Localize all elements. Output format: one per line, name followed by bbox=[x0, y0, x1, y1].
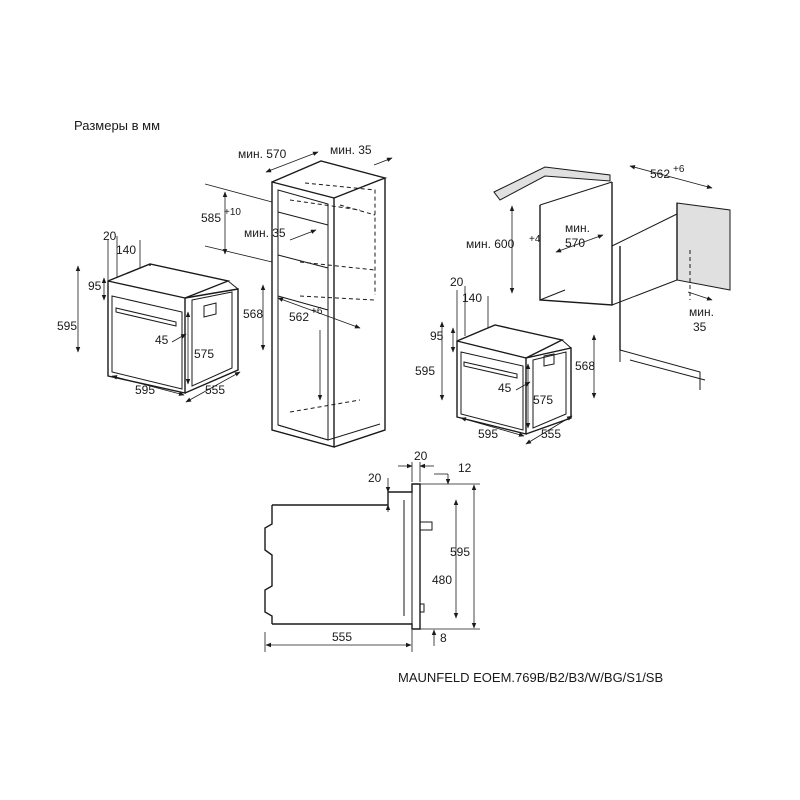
under-counter-cabinet bbox=[493, 166, 731, 390]
dim-45-r: 45 bbox=[498, 381, 512, 395]
dim-562-uc-tolerance: +6 bbox=[673, 164, 685, 175]
dim-555: 555 bbox=[205, 383, 225, 397]
dim-min-35-top: мин. 35 bbox=[330, 143, 372, 157]
under-counter-dimensions: 562 +6 мин. 570 мин. 600 +4 мин. 35 bbox=[466, 164, 714, 334]
dim-595-side: 595 bbox=[450, 545, 470, 559]
dim-585-tolerance: +10 bbox=[224, 207, 241, 218]
dim-562-uc: 562 bbox=[650, 167, 670, 181]
dim-20: 20 bbox=[103, 229, 117, 243]
dim-min-35-mid: мин. 35 bbox=[244, 226, 286, 240]
dim-562: 562 bbox=[289, 310, 309, 324]
dim-min-35-uc-line1: мин. bbox=[689, 305, 714, 319]
dim-min-600-tolerance: +4 bbox=[529, 234, 541, 245]
oven-right-dimensions: 20 140 95 595 568 45 575 595 555 bbox=[415, 275, 597, 445]
dim-480: 480 bbox=[432, 573, 452, 587]
tall-cabinet bbox=[271, 160, 388, 448]
dim-575-r: 575 bbox=[533, 393, 553, 407]
tall-cabinet-dimensions: мин. 570 мин. 35 585 +10 мин. 35 562 +6 bbox=[201, 143, 393, 401]
dim-595-height-r: 595 bbox=[415, 364, 435, 378]
dim-595-height: 595 bbox=[57, 319, 77, 333]
dim-min-570-uc-line1: мин. bbox=[565, 221, 590, 235]
dim-20-side-top: 20 bbox=[414, 449, 428, 463]
oven-left bbox=[107, 263, 239, 394]
dim-8: 8 bbox=[440, 631, 447, 645]
dim-562-tolerance: +6 bbox=[311, 306, 323, 317]
dim-min-35-uc-line2: 35 bbox=[693, 320, 707, 334]
dim-568: 568 bbox=[243, 307, 263, 321]
dim-20-side-left: 20 bbox=[368, 471, 382, 485]
dim-min-570: мин. 570 bbox=[238, 147, 287, 161]
dim-555-r: 555 bbox=[541, 427, 561, 441]
model-name: MAUNFELD EOEM.769B/B2/B3/W/BG/S1/SB bbox=[398, 670, 663, 685]
side-view bbox=[264, 483, 433, 630]
units-caption: Размеры в мм bbox=[74, 118, 160, 133]
side-view-dimensions: 20 12 20 595 480 8 555 bbox=[264, 449, 480, 652]
dim-12: 12 bbox=[458, 461, 472, 475]
dim-595-width-r: 595 bbox=[478, 427, 498, 441]
dim-min-600: мин. 600 bbox=[466, 237, 515, 251]
dim-20-r: 20 bbox=[450, 275, 464, 289]
dim-95: 95 bbox=[88, 279, 102, 293]
dim-140-r: 140 bbox=[462, 291, 482, 305]
oven-right bbox=[456, 324, 572, 435]
dim-585: 585 bbox=[201, 211, 221, 225]
dim-555-side: 555 bbox=[332, 630, 352, 644]
dim-140: 140 bbox=[116, 243, 136, 257]
dim-568-r: 568 bbox=[575, 359, 595, 373]
dim-575: 575 bbox=[194, 347, 214, 361]
dim-45: 45 bbox=[155, 333, 169, 347]
dim-595-width: 595 bbox=[135, 383, 155, 397]
oven-left-dimensions: 20 140 95 595 568 45 575 595 555 bbox=[57, 229, 266, 403]
